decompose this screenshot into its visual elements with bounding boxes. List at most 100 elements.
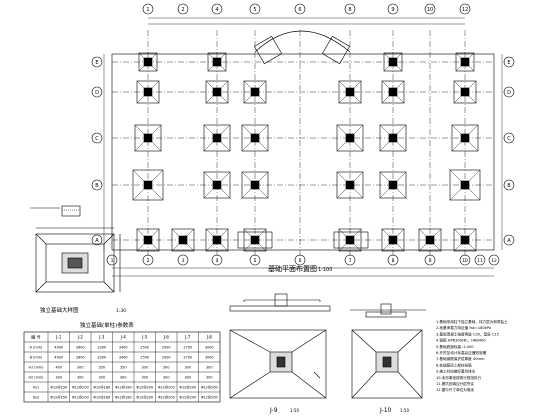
table-cell: Φ12@200 <box>201 396 218 400</box>
note-line: 11.基坑回填应分层夯实 <box>436 381 474 386</box>
axis-bubble <box>459 254 471 266</box>
note-line: 7.基础钢筋保护层厚度 40mm <box>436 356 485 361</box>
axis-bubble <box>344 254 356 266</box>
footing <box>418 228 442 252</box>
footing <box>243 228 267 252</box>
table-cell: As1 <box>33 386 39 390</box>
table-cell: 300 <box>77 366 83 370</box>
footing <box>338 228 362 252</box>
table-cell: B (mm) <box>30 356 43 360</box>
axis-label: C <box>95 136 99 142</box>
axis-bubble <box>142 254 154 266</box>
footing <box>321 35 351 65</box>
axis-label: 1 <box>111 258 114 264</box>
axis-label: 11 <box>477 258 483 264</box>
axis-label: A <box>95 238 99 244</box>
axis-bubble <box>387 254 399 266</box>
section1-scale: 1:50 <box>290 408 299 413</box>
axis-bubble <box>294 254 306 266</box>
axis-label: 6 <box>299 258 302 264</box>
footing <box>136 228 160 252</box>
axis-label: E <box>95 60 98 66</box>
table-cell: 300 <box>185 366 191 370</box>
table-header-cell: J-2 <box>77 335 84 340</box>
table-cell: 300 <box>185 376 191 380</box>
table-cell: Φ12@200 <box>136 386 153 390</box>
axis-label: 5 <box>253 7 256 13</box>
footing <box>449 169 481 201</box>
footing <box>336 124 364 152</box>
table-cell: A (mm) <box>30 346 43 350</box>
axis-label: D <box>95 90 99 96</box>
footing <box>171 228 195 252</box>
footing <box>243 80 267 104</box>
footing <box>205 228 229 252</box>
table-cell: 300 <box>206 376 212 380</box>
axis-bubble <box>294 3 306 15</box>
table-cell: 2900 <box>162 346 171 350</box>
section2-label: J-10 <box>379 407 392 414</box>
footing <box>203 171 231 199</box>
entrance-arc <box>254 30 351 53</box>
footing <box>205 80 229 104</box>
axis-label: 9 <box>391 7 394 13</box>
footing <box>453 80 477 104</box>
section1-label: J-9 <box>269 407 278 414</box>
note-line: 5.基础底面标高 -2.000 <box>436 344 474 349</box>
table-cell: 300 <box>99 376 105 380</box>
table-cell: 4000 <box>54 356 63 360</box>
axis-label: D <box>507 90 511 96</box>
note-line: 1.基础采用柱下独立基础，持力层为粉质粘土 <box>436 319 508 324</box>
axis-label: 9 <box>429 258 432 264</box>
footing-detail <box>30 205 121 293</box>
footing-section-j10 <box>350 303 426 399</box>
footing <box>455 52 475 72</box>
axis-label: 10 <box>462 258 468 264</box>
footing <box>132 169 164 201</box>
axis-bubble <box>91 86 103 98</box>
axis-bubble <box>424 254 436 266</box>
axis-bubble <box>387 3 399 15</box>
axis-label: 3 <box>182 258 185 264</box>
footing <box>338 80 362 104</box>
footing <box>381 228 405 252</box>
axis-label: 10 <box>427 7 433 13</box>
table-title: 独立基础(单柱)参数表 <box>80 321 134 329</box>
footing <box>379 124 407 152</box>
table-header-cell: J-1 <box>55 335 62 340</box>
table-cell: 300 <box>120 376 126 380</box>
axis-label: 4 <box>215 7 218 13</box>
axis-bubble <box>474 254 486 266</box>
table-cell: Φ12@200 <box>201 386 218 390</box>
table-cell: 2800 <box>76 346 85 350</box>
axis-bubble <box>106 254 118 266</box>
table-cell: Φ12@180 <box>115 396 132 400</box>
plan-outline <box>111 53 495 251</box>
table-header-cell: J-7 <box>184 335 191 340</box>
table-cell: 350 <box>120 366 126 370</box>
axis-bubble <box>177 3 189 15</box>
footing <box>336 171 364 199</box>
table-cell: Φ12@150 <box>50 396 67 400</box>
axis-bubble <box>424 3 436 15</box>
footing <box>253 35 283 65</box>
axis-bubble <box>488 254 500 266</box>
table-cell: As2 <box>33 396 39 400</box>
grade-beam <box>333 231 369 249</box>
table-cell: Φ12@200 <box>179 396 196 400</box>
axis-label: E <box>507 60 510 66</box>
table-cell: 2500 <box>140 346 149 350</box>
table-cell: Φ12@200 <box>136 396 153 400</box>
table-cell: 3000 <box>205 356 214 360</box>
axis-label: B <box>95 183 99 189</box>
axis-bubble <box>459 3 471 15</box>
axis-bubble <box>503 56 515 68</box>
axis-label: 4 <box>216 258 219 264</box>
detail-title: 独立基础大样图 <box>40 306 79 314</box>
axis-bubble <box>503 132 515 144</box>
plan-title: 基础平面布置图 <box>268 264 317 273</box>
footing <box>241 171 269 199</box>
axis-bubble <box>249 254 261 266</box>
